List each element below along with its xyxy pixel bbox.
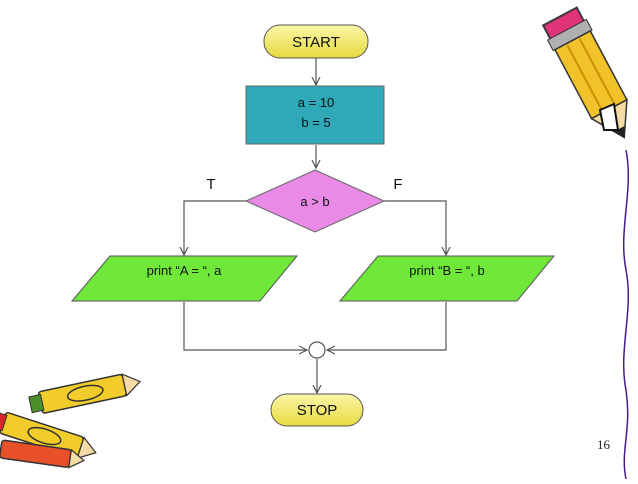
false-branch-label: F: [393, 176, 402, 193]
connector-false-to-merge: [327, 302, 447, 350]
pencil-notch-icon: [598, 102, 620, 131]
init-process-box: a = 10 b = 5: [245, 85, 385, 145]
stop-terminal: STOP: [270, 393, 364, 427]
connector-false-branch: [384, 200, 446, 255]
connector-true-to-merge: [183, 302, 307, 350]
decision-diamond: a > b: [244, 169, 386, 233]
crayons-icon: [0, 373, 142, 469]
decorative-wavy-line: [623, 150, 629, 479]
merge-connector-circle: [308, 341, 326, 359]
start-terminal: START: [263, 24, 369, 59]
stop-label: STOP: [297, 402, 338, 419]
pencil-icon: [541, 6, 628, 139]
start-label: START: [292, 34, 340, 51]
init-line-a: a = 10: [298, 95, 335, 110]
connector-true-branch: [184, 200, 246, 255]
output-false-parallelogram: print “B = “, b: [338, 255, 556, 302]
decision-condition: a > b: [300, 194, 329, 209]
init-line-b: b = 5: [301, 115, 330, 130]
connectors: [184, 58, 446, 393]
output-true-parallelogram: print “A = “, a: [70, 255, 299, 302]
output-false-text: print “B = “, b: [409, 263, 485, 278]
true-branch-label: T: [206, 176, 215, 193]
slide-number: 16: [597, 437, 610, 452]
output-true-text: print “A = “, a: [147, 263, 223, 278]
